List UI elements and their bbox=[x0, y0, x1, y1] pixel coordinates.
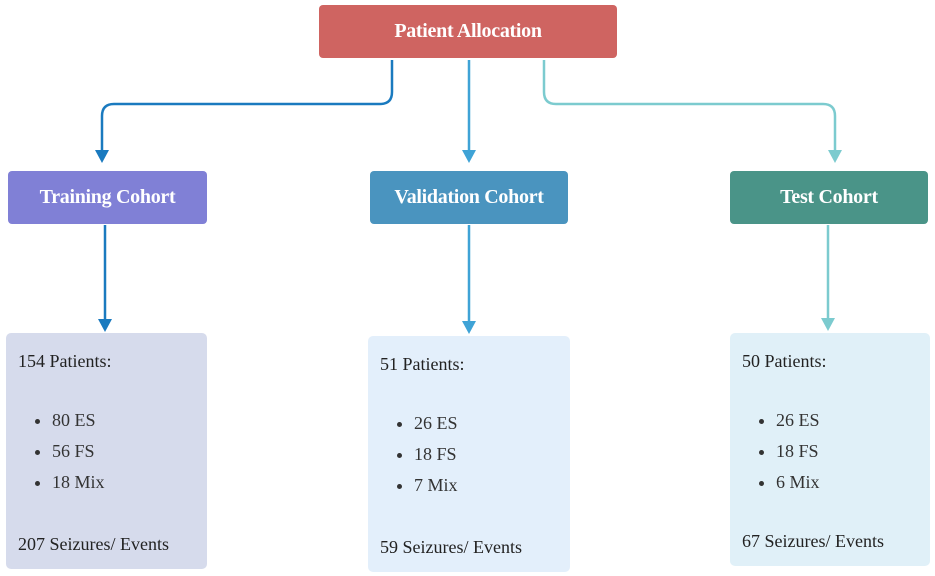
arrow-to-test bbox=[542, 60, 837, 152]
list-item: 26 ES bbox=[776, 405, 820, 436]
arrow-to-training bbox=[100, 60, 394, 152]
list-item: 80 ES bbox=[52, 405, 105, 436]
arrowhead-icon bbox=[821, 318, 835, 331]
event-count: 67 Seizures/ Events bbox=[742, 531, 884, 551]
arrowhead-icon bbox=[462, 321, 476, 334]
training-cohort-details: 154 Patients: 80 ES 56 FS 18 Mix 207 Sei… bbox=[6, 333, 207, 569]
list-item: 18 FS bbox=[414, 439, 458, 470]
event-count: 207 Seizures/ Events bbox=[18, 534, 169, 554]
patient-count: 50 Patients: bbox=[742, 351, 827, 371]
arrowhead-icon bbox=[98, 319, 112, 332]
arrowhead-icon bbox=[95, 150, 109, 163]
patient-count: 154 Patients: bbox=[18, 351, 112, 371]
seizure-type-list: 80 ES 56 FS 18 Mix bbox=[6, 405, 105, 498]
list-item: 56 FS bbox=[52, 436, 105, 467]
patient-allocation-node: Patient Allocation bbox=[319, 5, 617, 58]
list-item: 6 Mix bbox=[776, 467, 820, 498]
test-cohort-node: Test Cohort bbox=[730, 171, 928, 224]
training-cohort-node: Training Cohort bbox=[8, 171, 207, 224]
seizure-type-list: 26 ES 18 FS 6 Mix bbox=[730, 405, 820, 498]
list-item: 18 Mix bbox=[52, 467, 105, 498]
list-item: 26 ES bbox=[414, 408, 458, 439]
test-cohort-details: 50 Patients: 26 ES 18 FS 6 Mix 67 Seizur… bbox=[730, 333, 930, 566]
list-item: 7 Mix bbox=[414, 470, 458, 501]
arrowhead-icon bbox=[462, 150, 476, 163]
validation-cohort-node: Validation Cohort bbox=[370, 171, 568, 224]
arrowhead-icon bbox=[828, 150, 842, 163]
event-count: 59 Seizures/ Events bbox=[380, 537, 522, 557]
list-item: 18 FS bbox=[776, 436, 820, 467]
patient-count: 51 Patients: bbox=[380, 354, 465, 374]
seizure-type-list: 26 ES 18 FS 7 Mix bbox=[368, 408, 458, 501]
validation-cohort-details: 51 Patients: 26 ES 18 FS 7 Mix 59 Seizur… bbox=[368, 336, 570, 572]
